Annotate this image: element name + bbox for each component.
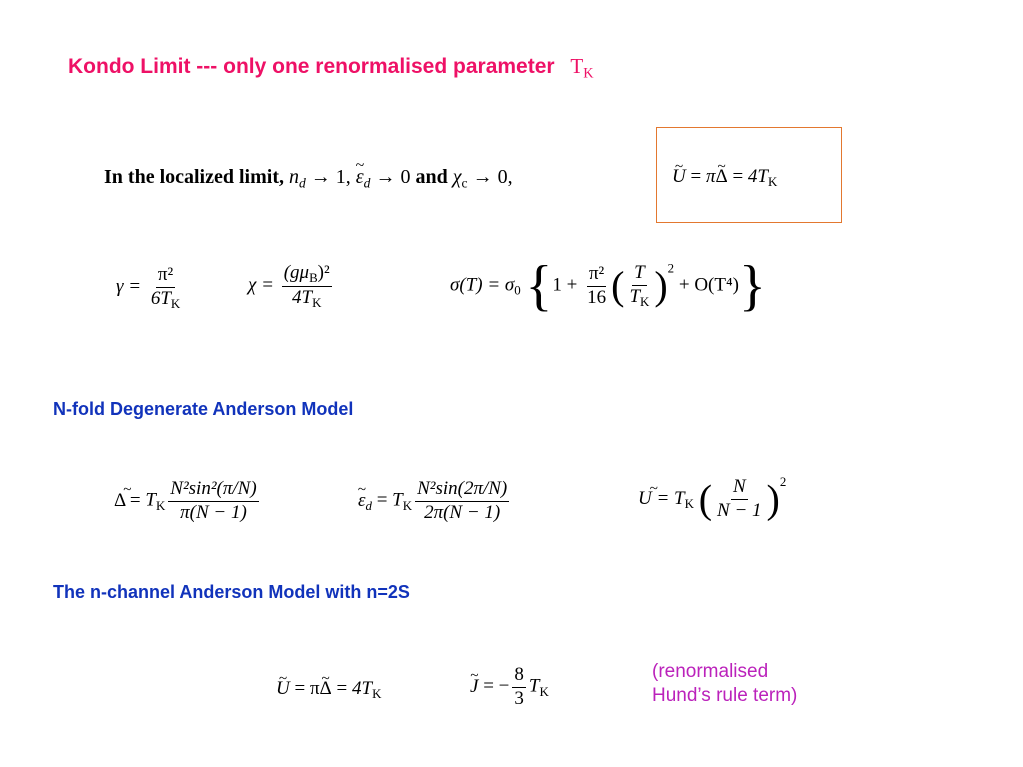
hund-rule-note-line2: Hund’s rule term) <box>652 685 798 706</box>
slide-title: Kondo Limit --- only one renormalised pa… <box>68 54 594 83</box>
gamma-fraction: π² 6TK <box>150 264 181 311</box>
gamma-formula: γ = π² 6TK <box>116 264 181 311</box>
localized-limit-prefix: In the localized limit, <box>104 166 284 188</box>
hund-rule-note: (renormalised Hund’s rule term) <box>652 660 797 708</box>
boxed-formula: U = πΔ = 4TK <box>672 166 777 190</box>
nfold-heading: N-fold Degenerate Anderson Model <box>53 399 354 419</box>
chi-fraction: (gμB)² 4TK <box>281 262 332 310</box>
hund-rule-note-line1: (renormalised <box>652 661 769 682</box>
nchannel-heading: The n-channel Anderson Model with n=2S <box>53 582 410 602</box>
slide-title-text: Kondo Limit --- only one renormalised pa… <box>68 55 555 78</box>
boxed-formula-frame <box>656 127 842 223</box>
sigma-formula: σ(T) = σ0 {1 + π² 16 ( T TK )2 + O(T⁴)} <box>450 255 766 317</box>
chi-formula: χ = (gμB)² 4TK <box>248 262 332 310</box>
nfold-u-formula: U = TK ( N N − 1 )2 <box>638 474 786 523</box>
sigma-t-fraction: T TK <box>629 262 650 310</box>
sigma-pi-fraction: π² 16 <box>586 262 607 308</box>
nfold-u-fraction: N N − 1 <box>717 476 762 522</box>
nfold-delta-formula: Δ = TK N²sin²(π/N) π(N − 1) <box>114 478 262 525</box>
nchannel-j-formula: J = − 8 3 TK <box>470 664 549 711</box>
nchannel-u-formula: U = πΔ = 4TK <box>276 678 381 702</box>
nfold-delta-fraction: N²sin²(π/N) π(N − 1) <box>168 478 259 523</box>
nfold-eps-fraction: N²sin(2π/N) 2π(N − 1) <box>415 478 510 523</box>
tk-symbol: TK <box>570 54 594 82</box>
localized-limit-sentence: In the localized limit, nd → 1, εd → 0 a… <box>104 166 513 191</box>
nchannel-j-fraction: 8 3 <box>512 664 526 709</box>
nfold-eps-formula: εd = TK N²sin(2π/N) 2π(N − 1) <box>358 478 512 525</box>
